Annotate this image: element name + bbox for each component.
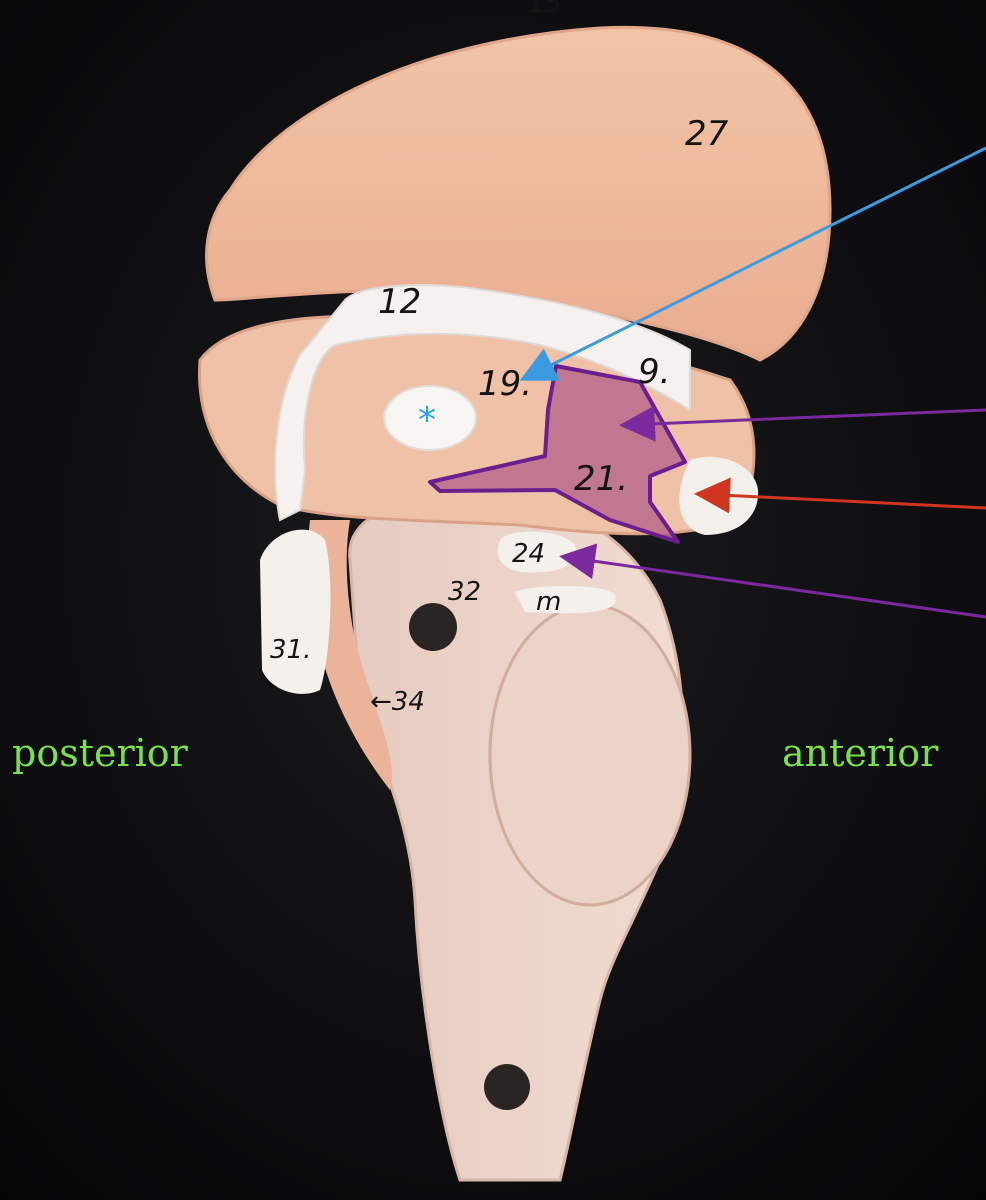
label-12: 12 xyxy=(378,282,421,322)
label-32: 32 xyxy=(448,577,481,607)
label-m: m xyxy=(536,587,561,617)
white-oval xyxy=(383,385,477,451)
purple-arrow-icon xyxy=(619,405,986,442)
white-band xyxy=(274,284,691,522)
label-19: 19. xyxy=(478,364,532,404)
red-arrow-icon xyxy=(694,477,986,514)
label-9: 9. xyxy=(638,352,670,392)
asterisk-marker-icon: * xyxy=(418,400,436,441)
cerebrum xyxy=(205,25,832,362)
posterior-label: posterior xyxy=(12,731,189,775)
label-34: ←34 xyxy=(370,687,425,717)
label-24: 24 xyxy=(512,539,545,569)
label-15: 15 xyxy=(528,0,561,19)
anterior-label: anterior xyxy=(782,731,939,775)
blue-arrow-icon xyxy=(519,146,986,381)
pons-region xyxy=(488,603,692,907)
label-27: 27 xyxy=(685,114,729,154)
white-structure-24 xyxy=(497,531,576,573)
label-21: 21. xyxy=(574,459,628,499)
dark-dot-lower xyxy=(484,1064,530,1110)
white-structure-31 xyxy=(260,529,331,694)
white-structure-m xyxy=(515,586,616,614)
dark-dot-upper xyxy=(409,603,457,651)
label-31: 31. xyxy=(270,635,311,665)
purple-arrow-icon xyxy=(559,543,986,619)
